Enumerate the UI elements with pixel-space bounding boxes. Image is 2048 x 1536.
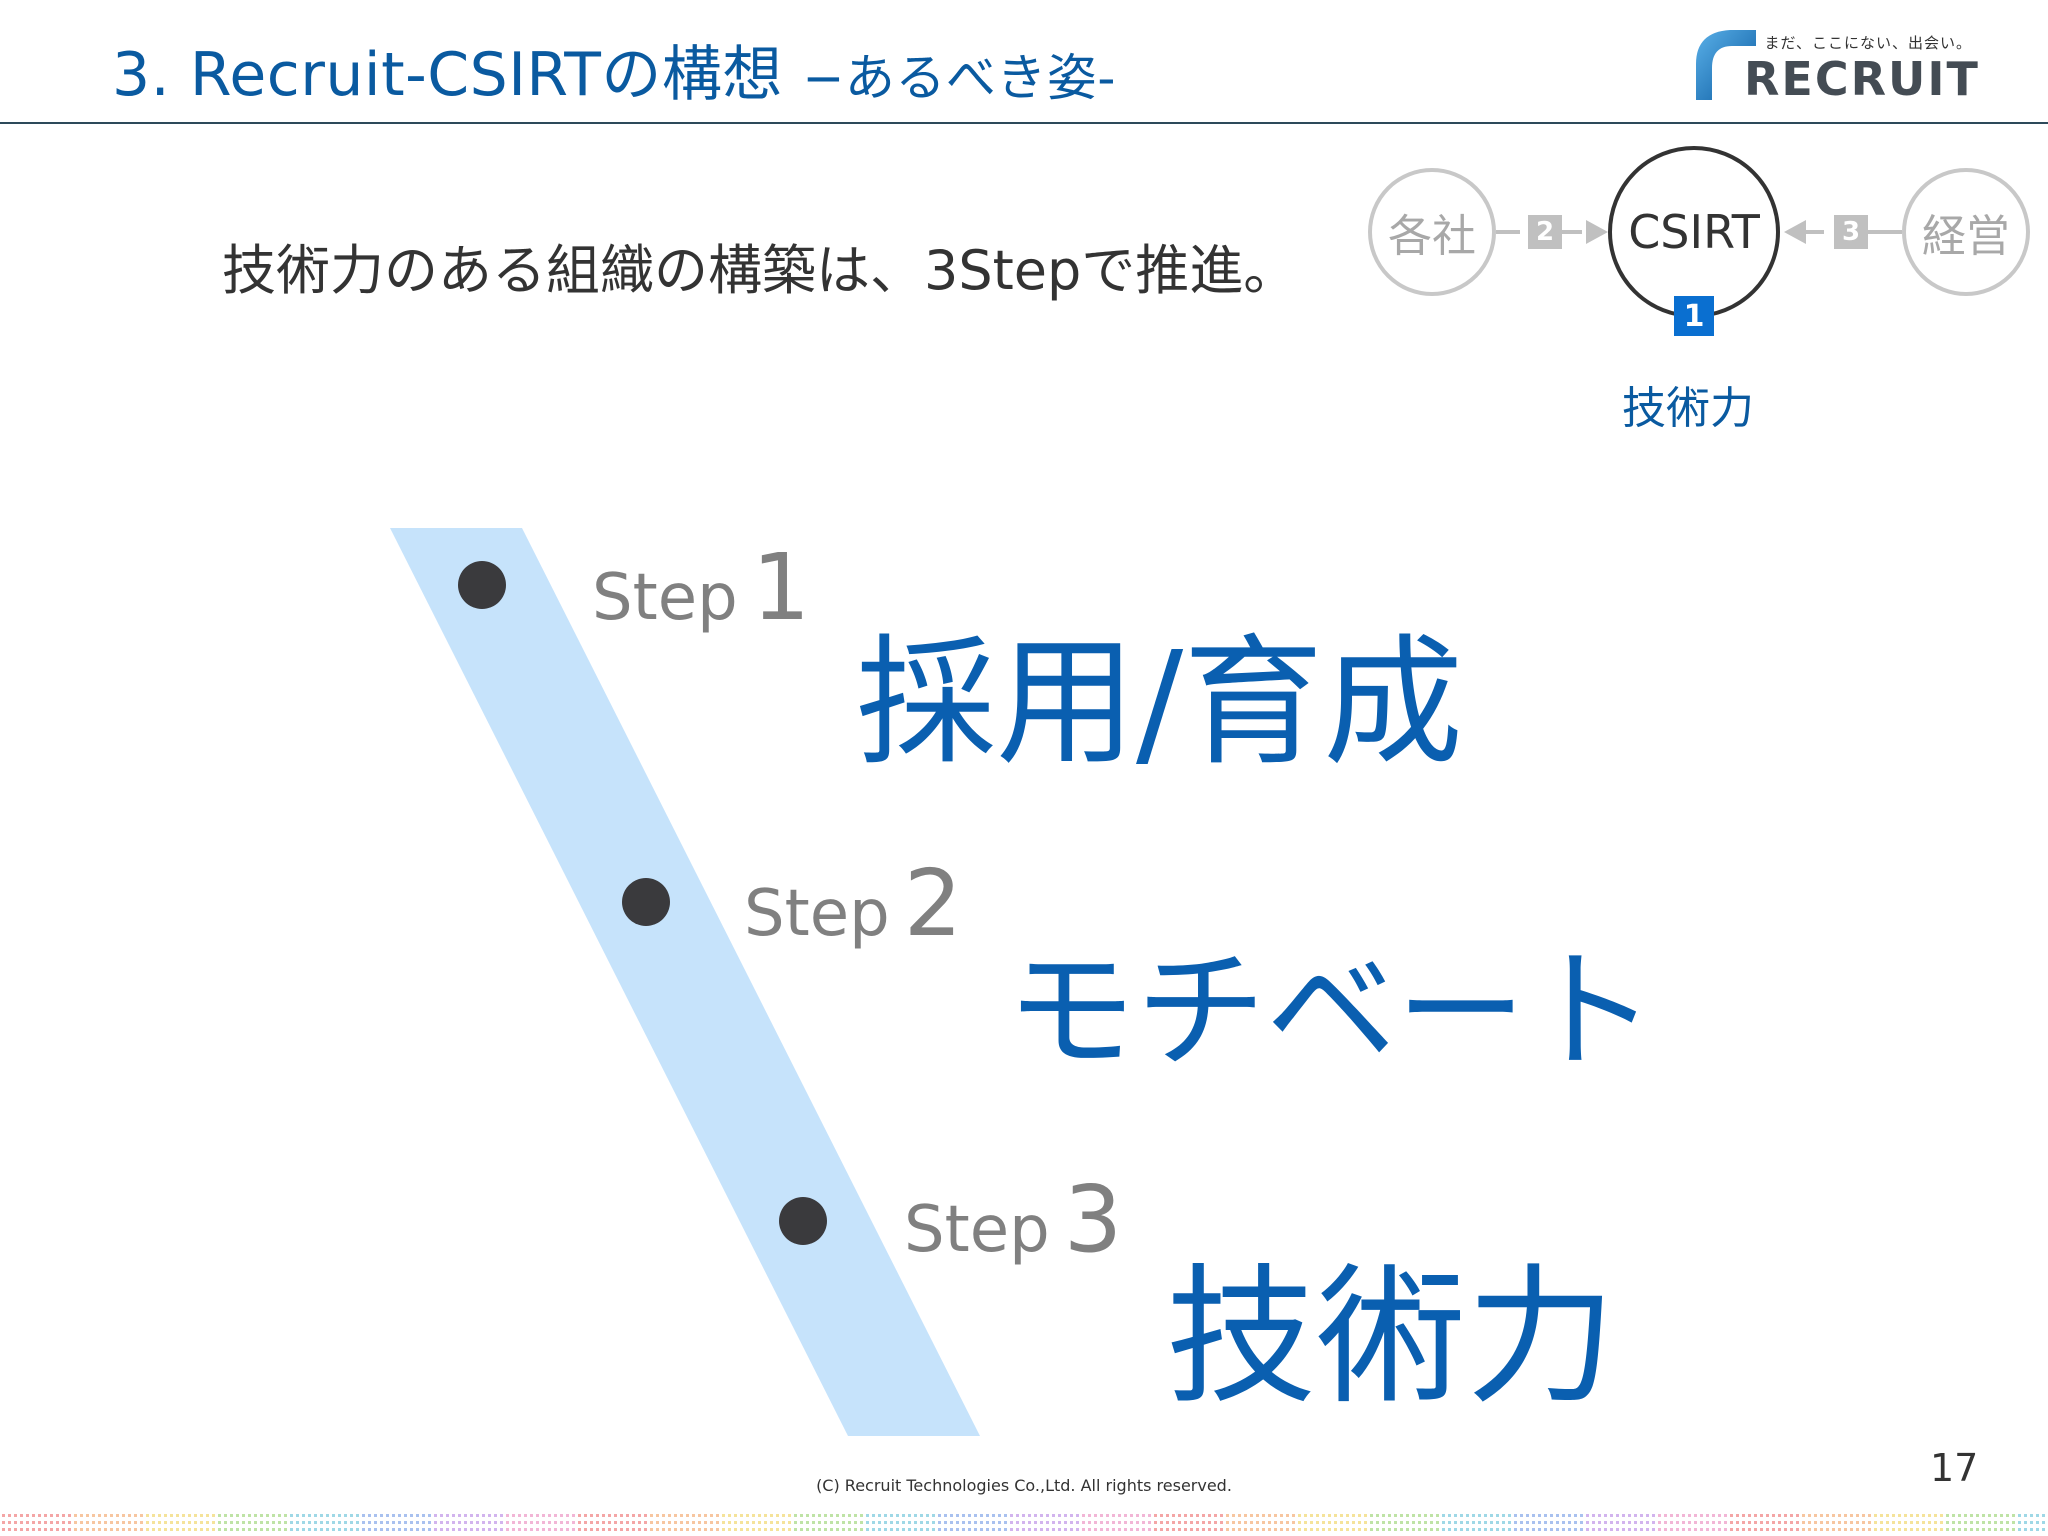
arrow-left-icon bbox=[1784, 220, 1806, 244]
arrow-right-icon bbox=[1586, 220, 1608, 244]
csirt-caption: 技術力 bbox=[1622, 383, 1754, 434]
connector-left-2 bbox=[1562, 230, 1582, 234]
step-3-text: 技術力 bbox=[1166, 1251, 1617, 1425]
badge-step-2: 2 bbox=[1528, 215, 1562, 249]
step-1-number: 1 bbox=[751, 534, 811, 641]
step-1-word: Step bbox=[592, 561, 738, 635]
step-2-number: 2 bbox=[903, 850, 963, 957]
node-companies-label: 各社 bbox=[1388, 211, 1476, 262]
step-1-text: 採用/育成 bbox=[856, 622, 1464, 785]
node-management-label: 経営 bbox=[1922, 211, 2010, 262]
slide-title-subtitle: −あるべき姿- bbox=[802, 49, 1116, 107]
intro-text: 技術力のある組織の構築は、3Stepで推進。 bbox=[222, 239, 1298, 302]
recruit-logo: まだ、ここにない、出会い。 RECRUIT bbox=[1690, 24, 1980, 106]
header-divider bbox=[0, 122, 2048, 124]
step-1-dot-icon bbox=[458, 561, 506, 609]
badge-step-3: 3 bbox=[1834, 215, 1868, 249]
node-management: 経営 bbox=[1902, 168, 2030, 296]
decorative-dot-strip bbox=[2, 1514, 2045, 1531]
step-2-text: モチベート bbox=[1006, 935, 1657, 1087]
step-2-dot-icon bbox=[622, 878, 670, 926]
badge-step-1: 1 bbox=[1674, 296, 1714, 336]
node-csirt: CSIRT bbox=[1608, 146, 1780, 318]
node-csirt-label: CSIRT bbox=[1628, 205, 1760, 259]
connector-right bbox=[1806, 230, 1824, 234]
recruit-logo-mark-icon bbox=[1696, 30, 1756, 100]
connector-left bbox=[1496, 230, 1520, 234]
step-3-dot-icon bbox=[779, 1197, 827, 1245]
logo-tagline: まだ、ここにない、出会い。 bbox=[1764, 34, 1972, 52]
connector-right-2 bbox=[1868, 230, 1902, 234]
step-3-word: Step bbox=[904, 1193, 1050, 1267]
node-companies: 各社 bbox=[1368, 168, 1496, 296]
step-2-word: Step bbox=[744, 877, 890, 951]
page-number: 17 bbox=[1930, 1446, 1979, 1490]
slide-title-main: 3. Recruit-CSIRTの構想 bbox=[112, 40, 783, 110]
logo-wordmark: RECRUIT bbox=[1744, 52, 1980, 106]
copyright-text: (C) Recruit Technologies Co.,Ltd. All ri… bbox=[816, 1476, 1232, 1495]
step-3-number: 3 bbox=[1063, 1166, 1123, 1273]
slide-title: 3. Recruit-CSIRTの構想 −あるべき姿- bbox=[112, 26, 1116, 113]
